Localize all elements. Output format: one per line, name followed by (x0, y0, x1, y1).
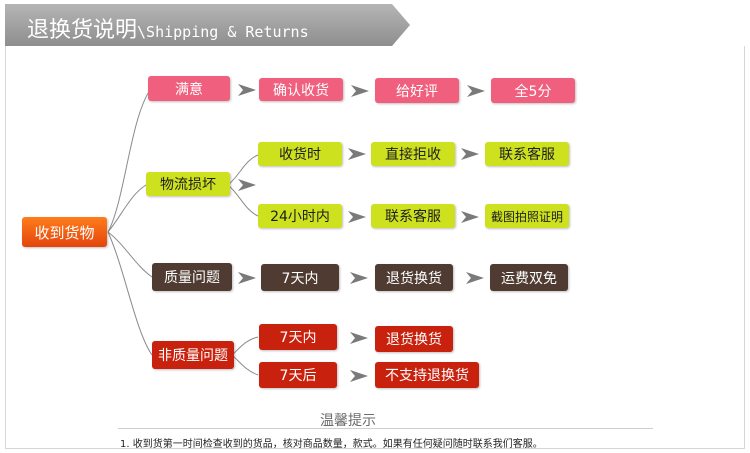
tips-divider (118, 428, 653, 429)
step-quality-1: 7天内 (261, 264, 339, 291)
arrow-right-icon (350, 332, 368, 344)
step-satisfied-2: 给好评 (375, 78, 459, 103)
step-satisfied-1: 确认收货 (259, 78, 343, 101)
arrow-right-icon (466, 272, 484, 284)
header-banner (5, 4, 410, 46)
node-quality: 质量问题 (152, 263, 232, 291)
connector-damaged (107, 184, 147, 233)
connector-damaged-upper (227, 154, 259, 186)
step-damaged-1-1: 收货时 (258, 142, 342, 166)
content-frame (5, 46, 745, 449)
page-title: 退换货说明\Shipping & Returns (27, 12, 309, 44)
connector-lines (107, 89, 259, 376)
connector-nonquality (107, 231, 153, 356)
step-damaged-1-3: 联系客服 (485, 142, 569, 166)
arrow-right-icon (348, 148, 366, 160)
arrow-right-icon (461, 211, 479, 223)
arrow-right-icon (350, 272, 368, 284)
step-damaged-2-1: 24小时内 (258, 204, 342, 228)
arrow-right-icon (350, 370, 368, 382)
title-cn: 退换货说明 (27, 18, 138, 43)
connector-satisfied (107, 89, 151, 233)
step-quality-2: 退货换货 (375, 264, 453, 291)
root-node: 收到货物 (22, 217, 107, 247)
arrow-right-icon (238, 84, 256, 96)
arrow-right-icon (238, 179, 256, 191)
node-nonquality: 非质量问题 (152, 341, 234, 369)
connector-quality (107, 231, 153, 278)
tips-text: 1. 收到货第一时间检查收到的货品，核对商品数量，款式。如果有任何疑问随时联系我… (120, 439, 543, 450)
arrow-right-icon (348, 211, 366, 223)
node-satisfied: 满意 (148, 76, 230, 101)
step-nonquality-2-2: 不支持退换货 (375, 362, 479, 388)
title-en: \Shipping & Returns (137, 23, 309, 41)
step-nonquality-1-1: 7天内 (259, 324, 337, 350)
connector-damaged-lower (227, 184, 259, 217)
node-damaged: 物流损坏 (146, 172, 230, 196)
arrow-right-icon (238, 272, 256, 284)
step-quality-3: 运费双免 (490, 264, 568, 291)
header: 退换货说明\Shipping & Returns (5, 4, 410, 46)
arrow-right-icon (351, 85, 369, 97)
step-nonquality-2-1: 7天后 (259, 362, 337, 388)
step-nonquality-1-2: 退货换货 (375, 326, 453, 352)
arrow-right-icon (461, 148, 479, 160)
step-damaged-1-2: 直接拒收 (371, 142, 455, 166)
arrow-right-icon (467, 85, 485, 97)
tips-title: 温馨提示 (320, 413, 376, 429)
step-damaged-2-3: 截图拍照证明 (485, 204, 569, 228)
step-damaged-2-2: 联系客服 (371, 204, 455, 228)
step-satisfied-3: 全5分 (491, 78, 575, 103)
